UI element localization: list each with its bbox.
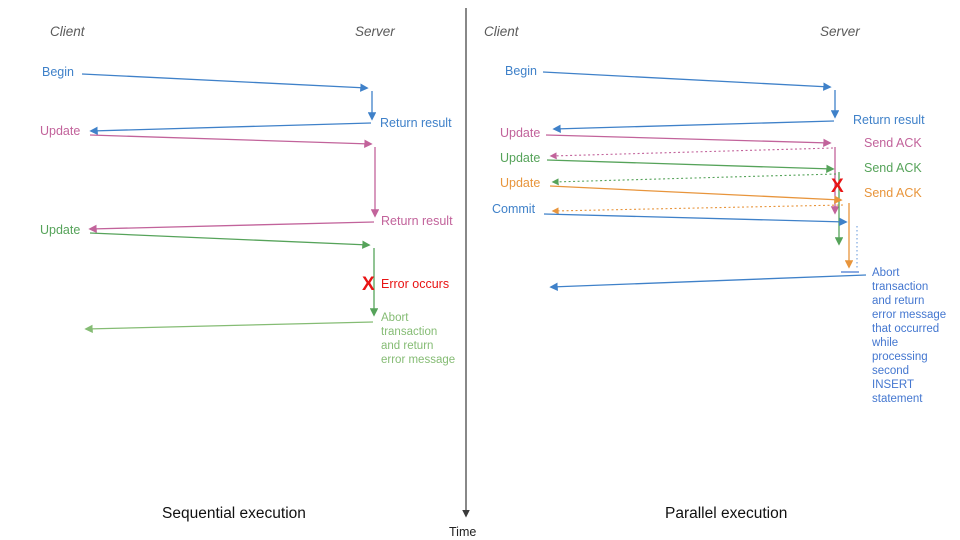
left-abort-note-line: and return — [381, 340, 433, 352]
left-begin-label: Begin — [42, 65, 74, 79]
left-client-header: Client — [50, 24, 86, 39]
left-abort-note-line: transaction — [381, 326, 437, 338]
right-abort-note-line: while — [871, 337, 898, 349]
right-abort-note-line: Abort — [872, 267, 900, 279]
right-abort-note-line: and return — [872, 295, 924, 307]
right-error-x-icon: X — [831, 176, 844, 197]
right-ack1-arrow — [549, 147, 834, 160]
right-update3-label: Update — [500, 176, 540, 190]
left-server-header: Server — [355, 24, 395, 39]
right-ack2-label: Send ACK — [864, 161, 922, 175]
right-server-header: Server — [820, 24, 860, 39]
right-ack1-label: Send ACK — [864, 136, 922, 150]
right-abort-return-arrow — [549, 274, 867, 291]
left-update2-label: Update — [40, 223, 80, 237]
left-update1-label: Update — [40, 124, 80, 138]
right-begin-label: Begin — [505, 64, 537, 78]
right-update3-arrow — [549, 185, 843, 204]
right-return-result-label: Return result — [853, 113, 925, 127]
left-return-result-2-label: Return result — [381, 214, 453, 228]
left-return-result-1-label: Return result — [380, 116, 452, 130]
left-return-result-1-arrow — [89, 122, 372, 136]
right-abort-note-line: INSERT — [872, 379, 914, 391]
right-commit-label: Commit — [492, 202, 536, 216]
left-abort-note-line: error message — [381, 354, 455, 366]
left-error-x-icon: X — [362, 274, 375, 295]
left-caption: Sequential execution — [162, 505, 306, 522]
right-commit-arrow — [543, 213, 848, 227]
time-axis-label: Time — [449, 525, 476, 539]
left-update2-arrow — [89, 232, 371, 249]
left-begin-arrow — [81, 73, 369, 92]
right-ack3-label: Send ACK — [864, 186, 922, 200]
left-abort-return-arrow — [84, 321, 374, 334]
right-abort-note-line: second — [872, 365, 909, 377]
right-caption: Parallel execution — [665, 505, 787, 522]
left-update1-arrow — [89, 134, 373, 149]
right-abort-note-line: processing — [872, 351, 928, 363]
time-axis: Time — [449, 8, 476, 539]
right-ack3-arrow — [551, 204, 844, 215]
left-error-label: Error occurs — [381, 277, 449, 291]
right-update1-arrow — [545, 134, 832, 148]
right-ack2-arrow — [551, 173, 837, 186]
right-abort-note-line: statement — [872, 393, 923, 405]
right-begin-arrow — [542, 71, 832, 91]
left-return-result-2-arrow — [88, 221, 375, 234]
right-client-header: Client — [484, 24, 520, 39]
right-update1-label: Update — [500, 126, 540, 140]
right-update2-label: Update — [500, 151, 540, 165]
sequential-panel: Client Server Begin Return result Update… — [40, 24, 455, 522]
right-abort-note-line: error message — [872, 309, 946, 321]
left-abort-note-line: Abort — [381, 312, 409, 324]
parallel-panel: Client Server Begin Return result Update… — [484, 24, 946, 522]
right-abort-note-line: that occurred — [872, 323, 939, 335]
right-abort-note-line: transaction — [872, 281, 928, 293]
right-update2-arrow — [546, 159, 835, 174]
right-return-result-arrow — [552, 120, 835, 134]
